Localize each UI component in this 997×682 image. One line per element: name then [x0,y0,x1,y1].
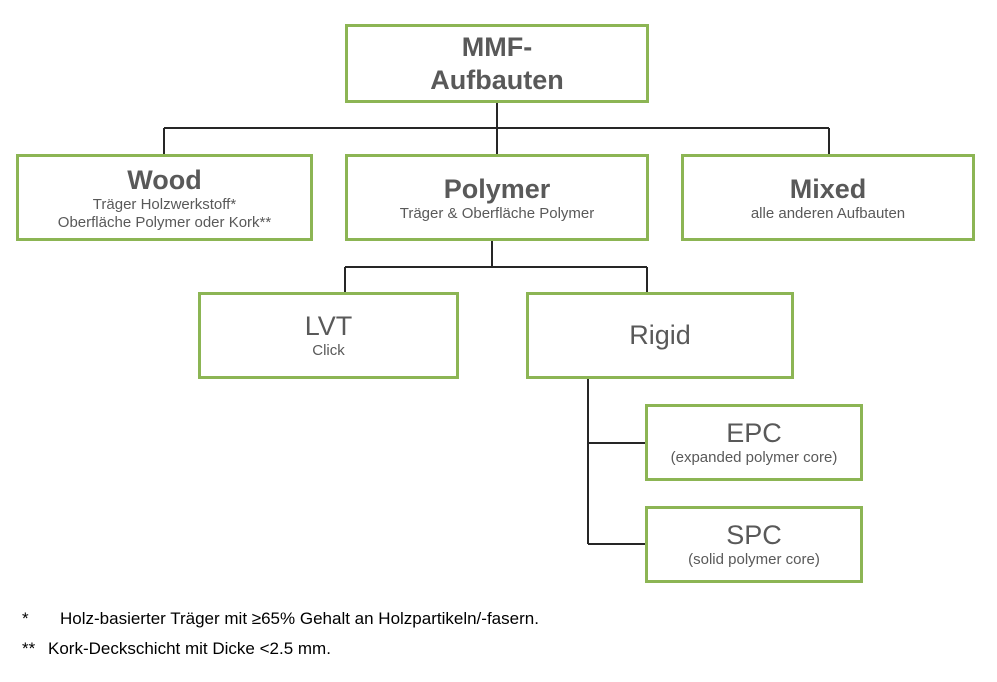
node-subtitle: Träger & Oberfläche Polymer [399,204,595,222]
node-title: MMF- [461,31,533,62]
node-lvt: LVT Click [198,292,459,379]
footnotes: * Holz-basierter Träger mit ≥65% Gehalt a… [22,607,539,667]
node-subtitle: (solid polymer core) [688,551,820,568]
node-title: Wood [127,164,202,195]
node-wood: Wood Träger Holzwerkstoff* Oberfläche Po… [16,154,313,241]
node-title: EPC [726,418,782,448]
node-title: LVT [304,311,353,341]
node-subtitle: Oberfläche Polymer oder Kork** [57,213,272,231]
footnote-mark: ** [22,639,36,658]
node-subtitle: Träger Holzwerkstoff* [92,195,237,213]
node-subtitle: (expanded polymer core) [670,449,838,466]
node-subtitle: alle anderen Aufbauten [750,204,906,222]
node-epc: EPC (expanded polymer core) [645,404,863,481]
footnote-mark: * [22,609,29,628]
node-subtitle: Click [312,342,345,359]
node-title: Mixed [789,173,867,204]
node-title: Polymer [443,173,551,204]
node-title: Rigid [629,320,691,350]
node-mixed: Mixed alle anderen Aufbauten [681,154,975,241]
footnote-text: Holz-basierter Träger mit ≥65% Gehalt an… [60,609,539,628]
footnote: ** Kork-Deckschicht mit Dicke <2.5 mm. [22,637,539,667]
node-polymer: Polymer Träger & Oberfläche Polymer [345,154,649,241]
node-title: Aufbauten [430,64,564,95]
footnote: * Holz-basierter Träger mit ≥65% Gehalt a… [22,607,539,637]
node-spc: SPC (solid polymer core) [645,506,863,583]
footnote-text: Kork-Deckschicht mit Dicke <2.5 mm. [48,639,331,658]
node-rigid: Rigid [526,292,794,379]
node-mmf-aufbauten: MMF- Aufbauten [345,24,649,103]
node-title: SPC [726,520,782,550]
